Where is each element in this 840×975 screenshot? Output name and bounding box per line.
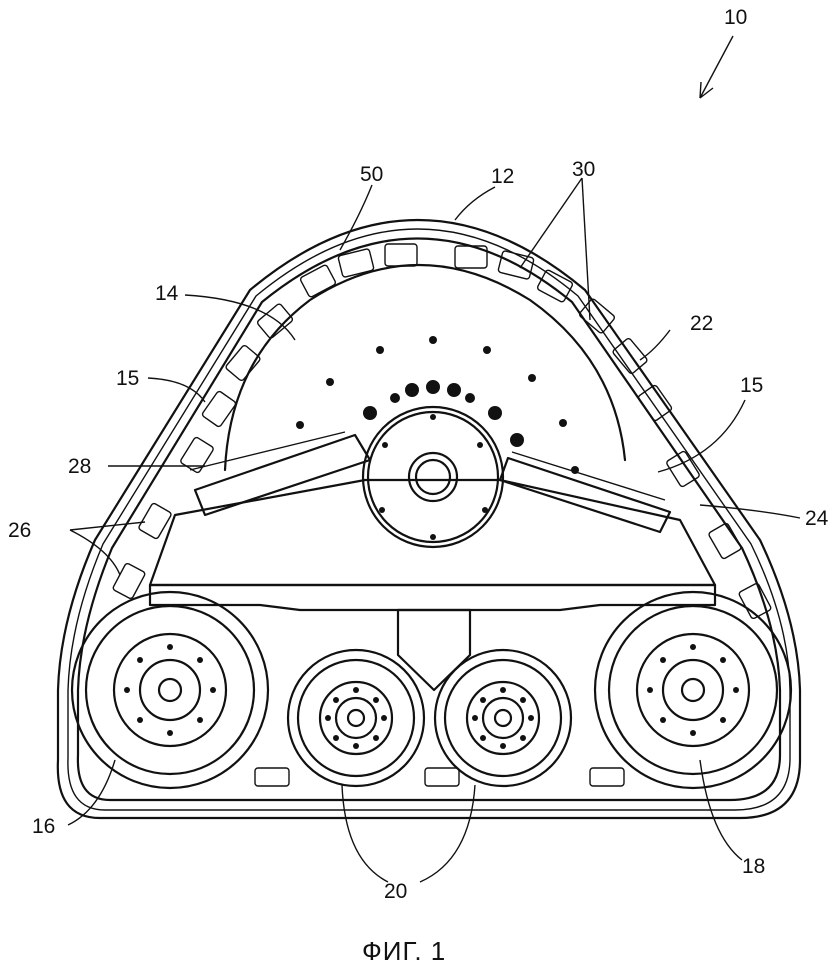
- frame-center-post: [396, 608, 472, 692]
- reference-numerals: 10 12 50 30 14 22 15 15 28 24 26 16 18 2…: [8, 6, 829, 903]
- label-50: 50: [360, 163, 383, 186]
- label-30: 30: [572, 158, 595, 181]
- label-22: 22: [690, 312, 713, 335]
- label-14: 14: [155, 282, 179, 305]
- hub: [361, 405, 505, 549]
- rear-idler-wheel: [593, 590, 793, 790]
- track-outer-edge: [56, 219, 802, 820]
- frame: [148, 431, 717, 692]
- label-16: 16: [32, 815, 55, 838]
- label-20: 20: [384, 880, 407, 903]
- road-wheel-left: [286, 648, 426, 788]
- label-18: 18: [742, 855, 765, 878]
- drive-wheel-bolt-holes: [296, 336, 579, 474]
- label-12: 12: [491, 165, 514, 188]
- drive-wheel: [223, 263, 627, 474]
- road-wheel-right: [433, 648, 573, 788]
- frame-body: [148, 478, 717, 587]
- figure-caption: ФИГ. 1: [362, 936, 446, 966]
- label-26: 26: [8, 519, 31, 542]
- label-10: 10: [724, 6, 747, 29]
- leader-lines: [67, 35, 801, 883]
- label-15-right: 15: [740, 374, 763, 397]
- label-24: 24: [805, 507, 829, 530]
- front-idler-wheel: [70, 590, 270, 790]
- frame-right-arm: [498, 456, 672, 534]
- track-tread-line: [67, 228, 791, 811]
- track-guide-lugs: [112, 243, 772, 787]
- label-15-left: 15: [116, 367, 139, 390]
- frame-lower-beam: [148, 583, 717, 612]
- label-28: 28: [68, 455, 91, 478]
- drive-wheel-rim: [223, 263, 627, 472]
